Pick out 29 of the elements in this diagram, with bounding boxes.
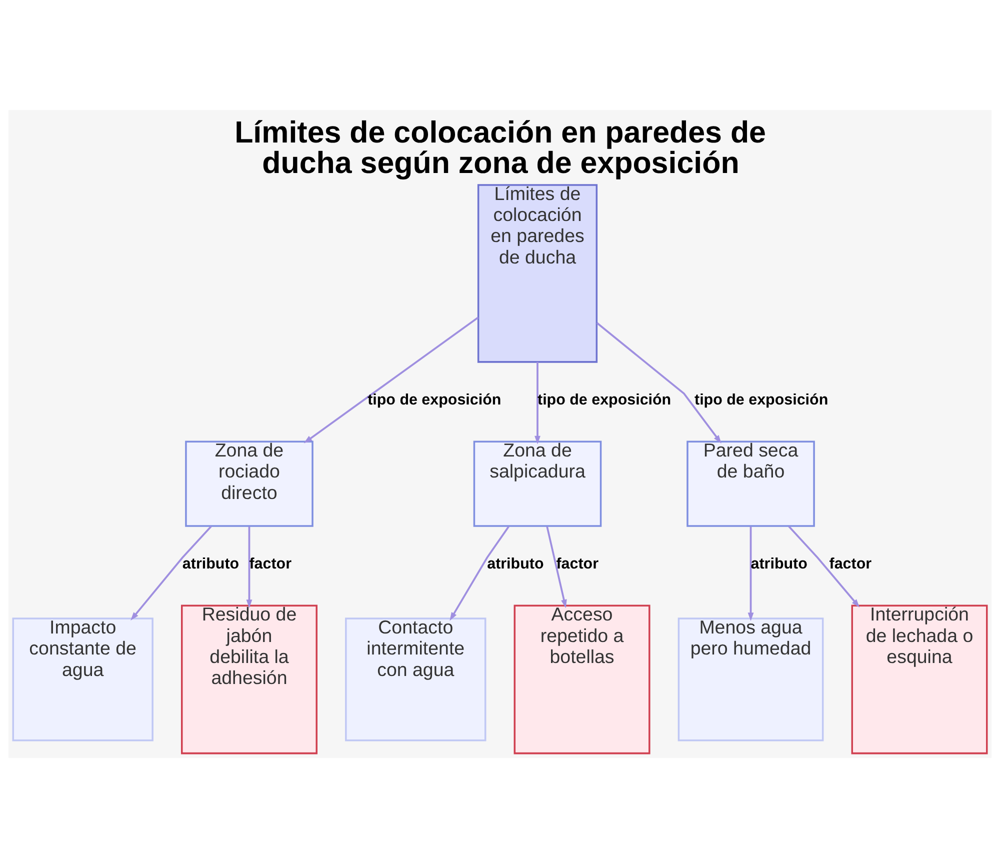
arrow — [450, 526, 510, 621]
edge-label: tipo de exposición — [537, 392, 672, 409]
node-box: Contacto intermitente con agua — [345, 618, 486, 742]
edge-label: atributo — [182, 556, 240, 573]
diagram-title: Límites de colocación en paredes de ducha según zona de exposición — [234, 116, 766, 180]
node-box: Límites de colocación en paredes de ducha — [477, 184, 598, 363]
arrow — [130, 526, 212, 621]
edge-label: factor — [249, 556, 292, 573]
arrow — [748, 526, 754, 622]
edge-label: tipo de exposición — [694, 392, 828, 409]
arrow — [546, 526, 567, 608]
edge-label: atributo — [750, 556, 808, 573]
edge-label: tipo de exposición — [368, 392, 502, 409]
arrow — [304, 316, 479, 444]
arrow — [596, 322, 722, 444]
node-box: Pared seca de baño — [686, 440, 815, 527]
arrow — [246, 526, 252, 608]
node-box: Zona de salpicadura — [473, 440, 602, 527]
node-box: Impacto constante de agua — [12, 618, 154, 742]
edge-label: factor — [556, 556, 599, 573]
edge-label: factor — [829, 556, 872, 573]
node-box: Residuo de jabón debilita la adhesión — [180, 604, 318, 754]
node-box: Acceso repetido a botellas — [514, 604, 650, 754]
node-box: Interrupción de lechada o esquina — [851, 604, 988, 754]
edge-label: atributo — [487, 556, 544, 573]
arrow — [534, 362, 540, 444]
node-box: Menos agua pero humedad — [678, 618, 824, 742]
node-box: Zona de rociado directo — [185, 440, 314, 527]
arrow — [788, 526, 860, 608]
